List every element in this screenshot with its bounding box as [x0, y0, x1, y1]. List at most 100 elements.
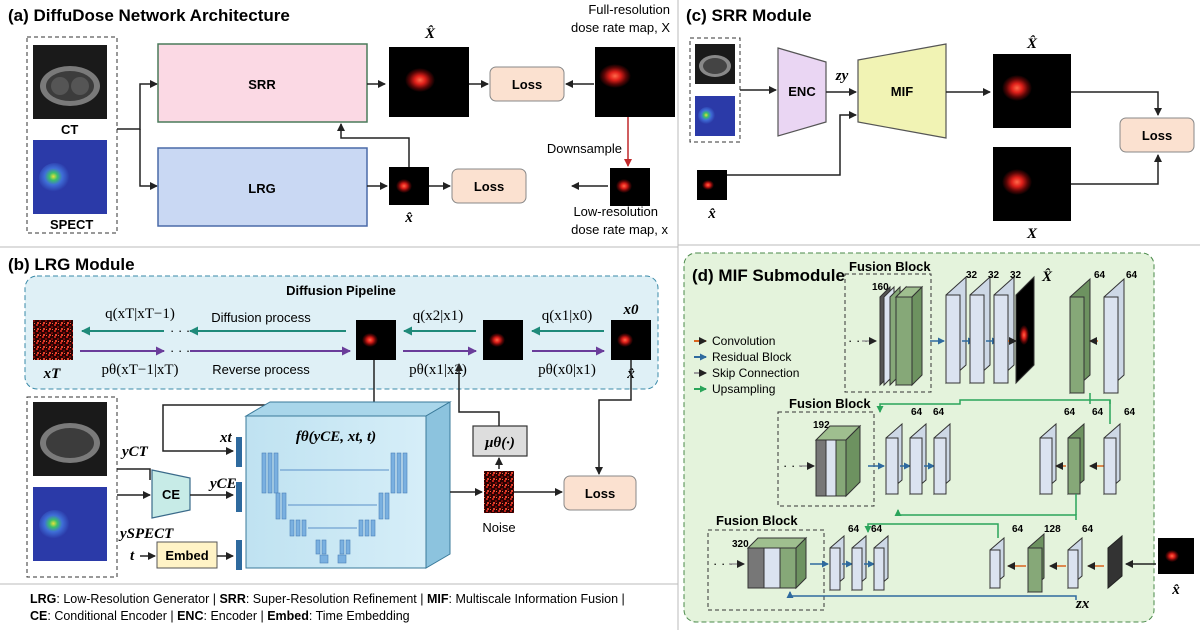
mif-block: [857, 43, 947, 139]
p-1-label: pθ(x1|x2): [409, 362, 467, 378]
xhat-small-label: x̂: [404, 210, 413, 226]
q-T-label: q(xT|xT−1): [105, 306, 175, 322]
footer: LRG: Low-Resolution Generator | SRR: Sup…: [30, 592, 625, 623]
x-t-label: xt: [219, 430, 233, 446]
loss-label-srr: Loss: [512, 77, 542, 92]
xhat-top-label: X̂: [424, 24, 436, 42]
ch-32c: 32: [1010, 270, 1022, 281]
y-spect-label: ySPECT: [118, 526, 174, 542]
lrg-loss-label: Loss: [585, 486, 615, 501]
panel-a: (a) DiffuDose Network Architecture CT SP…: [8, 2, 675, 237]
zy-label: zy: [835, 68, 849, 84]
lrg-label: LRG: [248, 181, 275, 196]
mif-xhat-label: X̂: [1041, 267, 1053, 285]
ct-image: [33, 45, 107, 119]
spect-image: [33, 140, 107, 214]
ch-64i: 64: [871, 524, 883, 535]
ct-label: CT: [61, 122, 78, 137]
p-T-label: pθ(xT−1|xT): [102, 362, 179, 378]
low-res-line2: dose rate map, x: [571, 222, 668, 237]
ch-64h: 64: [848, 524, 860, 535]
srr-loss-box: [1119, 117, 1195, 153]
mif-legend: Convolution Residual Block Skip Connecti…: [694, 334, 799, 396]
ch-64c: 64: [911, 407, 923, 418]
ce-block: [151, 469, 191, 519]
svg-text:· · ·: · · ·: [170, 323, 190, 338]
xT-noise-image: [33, 320, 73, 360]
lrg-input-group: [26, 396, 118, 578]
mif-label: MIF: [891, 84, 913, 99]
fusion-block-top: [844, 273, 932, 393]
legend-upsampling: Upsampling: [712, 382, 775, 396]
loss-box-lrg: [451, 168, 527, 204]
footer-line2: CE: Conditional Encoder | ENC: Encoder |…: [30, 609, 410, 623]
lrg-block: [157, 147, 368, 227]
fusion-block-bottom: [707, 529, 825, 611]
diffusion-pipeline-title: Diffusion Pipeline: [286, 283, 396, 298]
ch-192: 192: [813, 420, 830, 431]
srr-loss-label: Loss: [1142, 128, 1172, 143]
footer-line1: LRG: Low-Resolution Generator | SRR: Sup…: [30, 592, 625, 606]
mu-theta-block: [472, 425, 528, 457]
ch-64d: 64: [933, 407, 945, 418]
srr-x-label: X: [1026, 226, 1038, 242]
panel-b: (b) LRG Module Diffusion Pipeline xT x0 …: [8, 255, 659, 578]
panel-c-title: (c) SRR Module: [686, 6, 812, 25]
ch-64k: 64: [1082, 524, 1094, 535]
noise-label: Noise: [482, 520, 515, 535]
svg-text:· · ·: · · ·: [713, 556, 733, 571]
ch-64e: 64: [1064, 407, 1076, 418]
fusion-block-top-label: Fusion Block: [849, 259, 931, 274]
embed-block: [156, 541, 218, 569]
ce-label: CE: [162, 487, 180, 502]
ch-32b: 32: [988, 270, 1000, 281]
diffusion-process-label: Diffusion process: [211, 310, 311, 325]
noise-image: [484, 471, 514, 513]
fusion-block-mid-label: Fusion Block: [789, 396, 871, 411]
mif-xhat-small-label: x̂: [1171, 582, 1180, 598]
ch-160: 160: [872, 282, 889, 293]
fusion-block-mid: [777, 411, 875, 507]
ch-320: 320: [732, 539, 749, 550]
t-label: t: [130, 548, 135, 564]
legend-convolution: Convolution: [712, 334, 775, 348]
loss-label-lrg: Loss: [474, 179, 504, 194]
y-ct-label: yCT: [120, 444, 149, 460]
enc-label: ENC: [788, 84, 816, 99]
ch-32a: 32: [966, 270, 978, 281]
full-res-line1: Full-resolution: [588, 2, 670, 17]
panel-d: (d) MIF Submodule Convolution Residual B…: [683, 252, 1194, 623]
arrow-to-lrg: [139, 129, 158, 190]
q-1-label: q(x1|x0): [542, 308, 593, 324]
srr-block: [157, 43, 368, 123]
p-0-label: pθ(x0|x1): [538, 362, 596, 378]
ch-64b: 64: [1126, 270, 1138, 281]
arrow-to-srr: [117, 80, 158, 130]
x0-label: x0: [623, 302, 640, 318]
srr-xhat-label: X̂: [1026, 34, 1038, 52]
panel-d-title: (d) MIF Submodule: [692, 266, 845, 285]
srr-label: SRR: [248, 77, 276, 92]
ch-64j: 64: [1012, 524, 1024, 535]
panel-c: (c) SRR Module ENC zy MIF x̂ X̂ Loss X: [686, 6, 1195, 242]
loss-box-srr: [489, 66, 565, 102]
ch-64f: 64: [1092, 407, 1104, 418]
fusion-block-bottom-label: Fusion Block: [716, 513, 798, 528]
ch-64a: 64: [1094, 270, 1106, 281]
svg-text:· · ·: · · ·: [783, 458, 803, 473]
y-ce-label: yCE: [208, 476, 237, 492]
lrg-to-srr-arrow: [337, 123, 410, 167]
lrg-loss-box: [563, 475, 637, 511]
embed-label: Embed: [165, 548, 208, 563]
enc-block: [777, 47, 827, 137]
reverse-process-label: Reverse process: [212, 362, 310, 377]
svg-text:· · ·: · · ·: [848, 333, 868, 348]
full-res-line2: dose rate map, X: [571, 20, 670, 35]
legend-skip: Skip Connection: [712, 366, 799, 380]
f-theta-label: fθ(yCE, xt, t): [296, 429, 376, 445]
downsample-label: Downsample: [547, 141, 622, 156]
zx-label: zx: [1075, 596, 1090, 612]
panel-b-title: (b) LRG Module: [8, 255, 135, 274]
mu-theta-label: μθ(·): [484, 435, 515, 451]
